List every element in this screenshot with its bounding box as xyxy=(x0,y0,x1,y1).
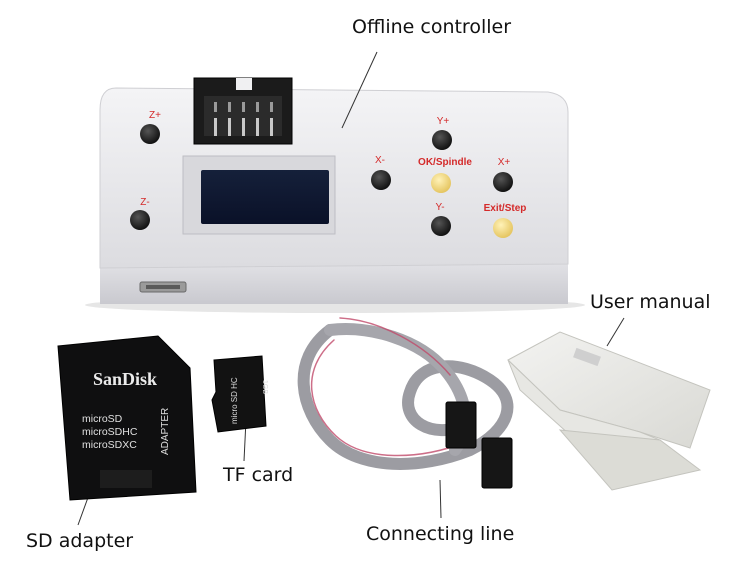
y-minus-button[interactable] xyxy=(431,216,451,236)
sd-adapter: SanDisk microSD microSDHC microSDXC ADAP… xyxy=(57,335,197,501)
cable-connector-2 xyxy=(481,437,513,489)
sd-adapter-side-text: ADAPTER xyxy=(160,408,171,455)
y-plus-label: Y+ xyxy=(437,116,450,127)
cable-connector-1 xyxy=(445,401,477,449)
y-minus-label: Y- xyxy=(435,202,444,213)
exit-step-label: Exit/Step xyxy=(484,203,527,214)
user-manual xyxy=(507,331,711,491)
ribbon-cable xyxy=(297,317,514,489)
label-offline-controller: Offline controller xyxy=(352,16,512,38)
z-minus-label: Z- xyxy=(140,197,149,208)
pointer-connecting-line xyxy=(439,479,442,519)
tf-card: micro SD HC 1GB xyxy=(211,355,268,433)
tf-card-capacity: 1GB xyxy=(261,380,268,394)
sd-format-2: microSDHC xyxy=(82,426,138,438)
lcd-screen xyxy=(201,170,329,224)
x-minus-button[interactable] xyxy=(371,170,391,190)
label-user-manual: User manual xyxy=(590,291,711,313)
label-sd-adapter: SD adapter xyxy=(26,530,134,552)
offline-controller: Z+ Z- Y+ X- OK/Spindle X+ Y- Exit/Step xyxy=(85,77,585,313)
sd-adapter-brand: SanDisk xyxy=(93,369,157,389)
x-plus-label: X+ xyxy=(498,157,511,168)
ok-spindle-label: OK/Spindle xyxy=(418,157,472,168)
idc-connector xyxy=(193,77,293,145)
z-minus-button[interactable] xyxy=(130,210,150,230)
exit-step-button[interactable] xyxy=(493,218,513,238)
sd-format-3: microSDXC xyxy=(82,439,137,451)
x-plus-button[interactable] xyxy=(493,172,513,192)
z-plus-label: Z+ xyxy=(149,110,161,121)
sd-format-1: microSD xyxy=(82,413,123,425)
pointer-offline-controller xyxy=(341,51,378,129)
x-minus-label: X- xyxy=(375,155,385,166)
z-plus-button[interactable] xyxy=(140,124,160,144)
controller-front-face xyxy=(100,262,568,304)
pointer-user-manual xyxy=(606,317,625,347)
label-tf-card: TF card xyxy=(223,464,294,486)
label-connecting-line: Connecting line xyxy=(366,523,515,545)
ok-spindle-button[interactable] xyxy=(431,173,451,193)
tf-card-brand: micro SD HC xyxy=(230,377,239,424)
y-plus-button[interactable] xyxy=(432,130,452,150)
